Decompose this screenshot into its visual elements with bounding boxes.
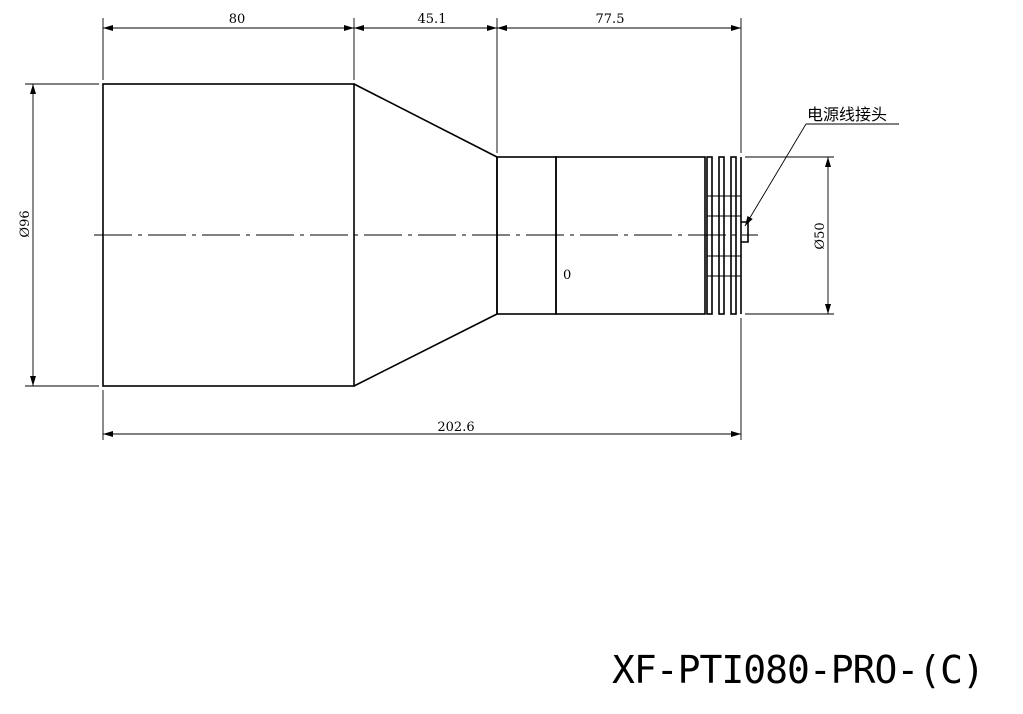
taper-section-bottom [353,313,498,387]
dim-label-dia-large: Ø96 [18,210,33,237]
dim-bottom: 202.6 [102,318,742,440]
leader-line [744,123,807,227]
fin [730,156,737,315]
front-housing [555,156,706,315]
fin [718,156,725,315]
fin [706,156,713,315]
connector-callout: 电源线接头 [744,105,899,227]
dim-label-front: 77.5 [596,12,625,27]
dim-left: Ø96 [18,83,99,387]
dim-label-taper: 45.1 [418,12,447,27]
power-connector [741,221,749,243]
dim-right: Ø50 [745,156,834,315]
connector-label: 电源线接头 [807,105,887,124]
dim-label-dia-small: Ø50 [813,222,828,249]
taper-section-top [353,83,498,158]
model-title: XF-PTI080-PRO-(C) [612,648,985,692]
cooling-fins [706,156,742,315]
front-collar [496,156,557,315]
dim-label-barrel: 80 [229,12,246,27]
dim-label-total: 202.6 [437,420,474,435]
dim-top: 80 45.1 77.5 [102,12,742,153]
screw-mark: 0 [563,268,571,283]
